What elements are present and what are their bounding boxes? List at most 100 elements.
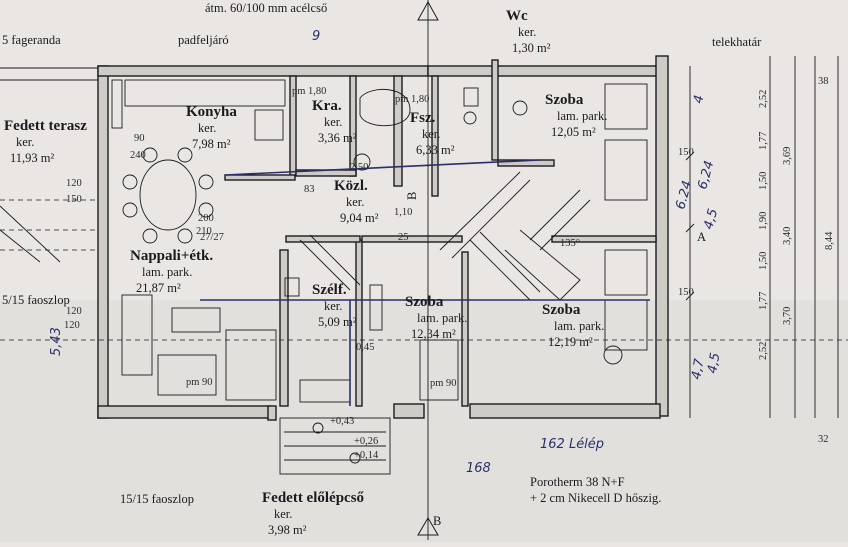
handwritten-note: 5,43 xyxy=(49,327,64,356)
dim-right-mid: 3,69 xyxy=(782,147,793,165)
room-name: Szoba xyxy=(542,302,581,318)
room-name: Fedett terasz xyxy=(4,118,87,134)
dim-right-inner: 2,52 xyxy=(758,90,769,108)
room-area: 7,98 m² xyxy=(192,137,231,151)
dim-value: 135° xyxy=(560,238,580,249)
note-fageranda: 5 fageranda xyxy=(2,33,61,47)
dim-value: 83 xyxy=(304,184,315,195)
room-area: 12,19 m² xyxy=(548,335,593,349)
dim-value: +0,26 xyxy=(354,436,378,447)
room-floor: ker. xyxy=(324,299,342,313)
dim-value: 120 xyxy=(64,320,80,331)
dim-value: 200 xyxy=(198,213,214,224)
room-floor: ker. xyxy=(198,121,216,135)
dim-value: +0,43 xyxy=(330,416,354,427)
corridor-geometry xyxy=(299,171,591,301)
room-floor: lam. park. xyxy=(417,311,467,325)
dim-right-inner: 1,50 xyxy=(758,252,769,270)
dim-value: 240 xyxy=(130,150,146,161)
note-faoszlop-bottom: 15/15 faoszlop xyxy=(120,492,194,506)
handwritten-note: 4,5 xyxy=(701,207,721,231)
note-padfeljaro: padfeljáró xyxy=(178,33,229,47)
room-floor: lam. park. xyxy=(554,319,604,333)
dim-value: 38 xyxy=(818,76,829,87)
room-floor: ker. xyxy=(324,115,342,129)
dim-value: 27/27 xyxy=(200,232,224,243)
room-label-nappali: Nappali+étk.lam. park.21,87 m² xyxy=(130,248,213,295)
room-floor: ker. xyxy=(422,127,440,141)
section-a-label: A xyxy=(697,230,706,244)
dimension-values-right: 2,521,771,501,901,501,772,523,693,403,70… xyxy=(758,90,835,360)
room-label-szelf: Szélf.ker. 5,09 m² xyxy=(312,282,357,329)
outer-walls xyxy=(97,55,669,421)
room-name: Konyha xyxy=(186,104,237,120)
section-b-bottom: B xyxy=(433,514,441,528)
note-porotherm: Porotherm 38 N+F xyxy=(530,475,625,489)
room-name: Szélf. xyxy=(312,282,347,298)
dim-right-mid: 3,70 xyxy=(782,307,793,325)
dim-value: 90 xyxy=(134,133,145,144)
dim-value: 2,50 xyxy=(350,162,368,173)
door-pm180-2: pm 1,80 xyxy=(395,94,429,105)
room-floor: ker. xyxy=(16,135,34,149)
room-floor: lam. park. xyxy=(557,109,607,123)
room-area: 1,30 m² xyxy=(512,41,551,55)
room-floor: ker. xyxy=(274,507,292,521)
note-telekhatar: telekhatár xyxy=(712,35,762,49)
room-name: Fedett előlépcső xyxy=(262,490,365,506)
room-area: 3,36 m² xyxy=(318,131,357,145)
room-area: 11,93 m² xyxy=(10,151,55,165)
dimension-lines-right xyxy=(685,56,839,418)
dim-value: 210 xyxy=(196,226,212,237)
dim-value: 32 xyxy=(818,434,829,445)
room-area: 21,87 m² xyxy=(136,281,181,295)
room-area: 6,33 m² xyxy=(416,143,455,157)
dim-right-inner: 1,77 xyxy=(758,292,769,310)
handwritten-note: 4 xyxy=(691,94,707,105)
room-area: 9,04 m² xyxy=(340,211,379,225)
dimension-values-misc: 902401201502002101501201201502,501,100,4… xyxy=(64,76,829,461)
room-area: 12,05 m² xyxy=(551,125,596,139)
section-b-label: B xyxy=(405,192,419,200)
room-area: 12,34 m² xyxy=(411,327,456,341)
room-name: Szoba xyxy=(545,92,584,108)
room-name: Wc xyxy=(506,8,528,24)
handwritten-note: 4,5 xyxy=(705,352,723,375)
dim-value: 120 xyxy=(66,306,82,317)
handwritten-note: 162 Lélép xyxy=(540,437,604,452)
room-name: Nappali+étk. xyxy=(130,248,213,264)
dim-right-inner: 2,52 xyxy=(758,342,769,360)
dim-value: +0,14 xyxy=(354,450,379,461)
interior-walls xyxy=(224,59,657,407)
handwritten-note: 6.24 xyxy=(673,179,695,211)
room-area: 5,09 m² xyxy=(318,315,357,329)
door-pm90-1: pm 90 xyxy=(186,377,213,388)
dim-value: 150 xyxy=(678,147,694,158)
entry-stairs xyxy=(279,417,391,475)
room-name: Szoba xyxy=(405,294,444,310)
dim-value: 1,10 xyxy=(394,207,412,218)
dim-value: 150 xyxy=(678,287,694,298)
handwritten-strokes xyxy=(200,159,650,406)
handwritten-note: 6,24 xyxy=(695,159,717,191)
note-faoszlop-left: 5/15 faoszlop xyxy=(2,293,70,307)
handwritten-note: 4,7 xyxy=(689,357,707,381)
room-name: Fsz. xyxy=(410,110,436,126)
door-pm180-1: pm 1,80 xyxy=(292,86,326,97)
dim-right-inner: 1,90 xyxy=(758,212,769,230)
room-label-kozl: Közl.ker.9,04 m² xyxy=(334,178,379,225)
dim-value: 0,45 xyxy=(356,342,374,353)
room-label-furdo: Fsz.ker. 6,33 m² xyxy=(410,110,455,157)
note-acelcso: átm. 60/100 mm acélcső xyxy=(205,1,327,15)
dim-value: 150 xyxy=(66,194,82,205)
